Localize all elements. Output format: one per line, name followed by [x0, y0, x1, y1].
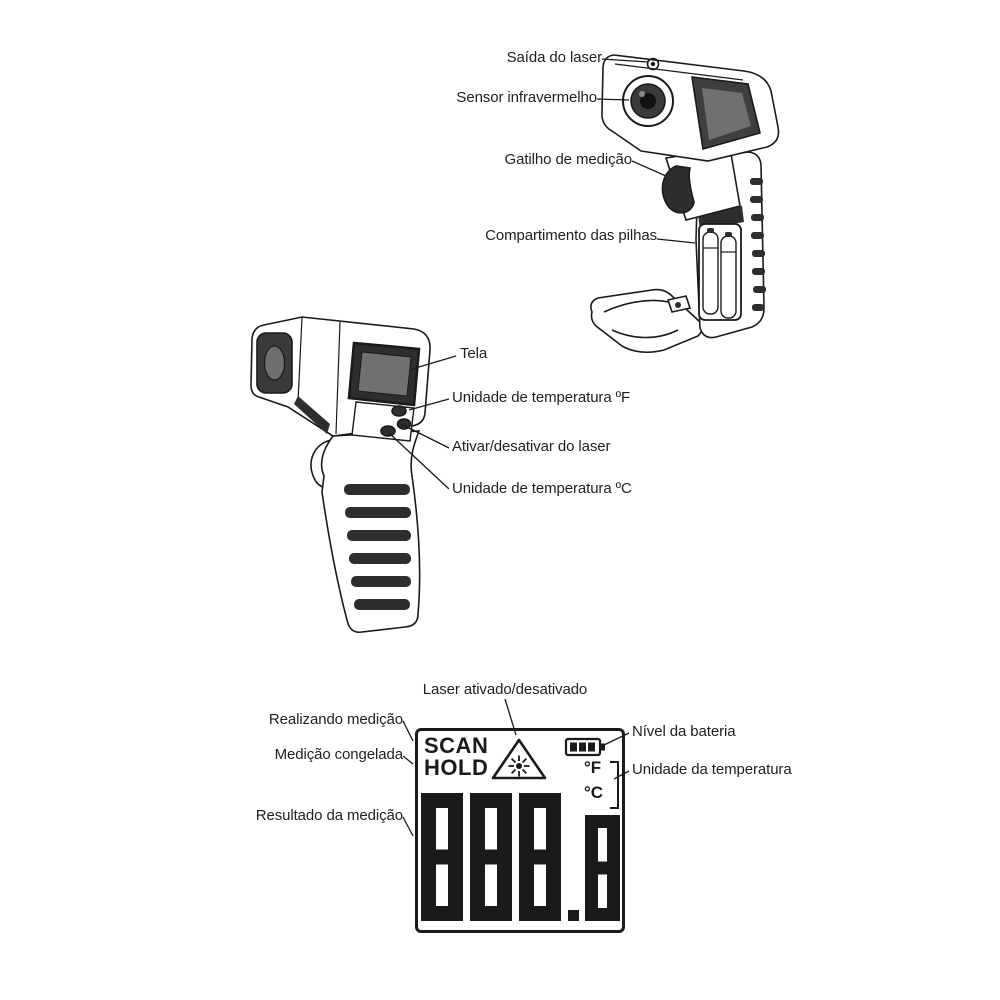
lcd-display: SCAN HOLD °F °C: [415, 728, 625, 933]
unit-bracket-icon: [610, 761, 619, 809]
laser-warning-icon: [491, 738, 547, 780]
callout-scanning: Realizando medição: [268, 711, 403, 728]
reading-digits: [421, 793, 620, 921]
unit-f-indicator: °F: [584, 758, 602, 777]
unit-c-indicator: °C: [584, 783, 604, 802]
hold-indicator: HOLD: [424, 755, 489, 780]
callout-battery-compartment: Compartimento das pilhas: [485, 227, 657, 244]
callout-laser-status: Laser ativado/desativado: [422, 681, 588, 698]
callout-laser-output: Saída do laser: [506, 49, 602, 66]
scan-indicator: SCAN: [424, 733, 489, 758]
callout-trigger: Gatilho de medição: [504, 151, 633, 168]
thermometer-side-view-art: [250, 316, 431, 634]
callout-laser-toggle: Ativar/desativar do laser: [452, 438, 611, 455]
callout-unit-c: Unidade de temperatura ºC: [452, 480, 632, 497]
callout-frozen: Medição congelada: [274, 746, 404, 763]
callout-unit-f: Unidade de temperatura ºF: [452, 389, 631, 406]
callout-ir-sensor: Sensor infravermelho: [456, 89, 597, 106]
callout-temperature-unit: Unidade da temperatura: [632, 761, 792, 778]
callout-battery-level: Nível da bateria: [632, 723, 736, 740]
thermometer-rear-view-art: [590, 54, 780, 354]
callout-result: Resultado da medição: [255, 807, 403, 824]
callout-screen: Tela: [460, 345, 488, 362]
battery-level-icon: [564, 737, 605, 757]
